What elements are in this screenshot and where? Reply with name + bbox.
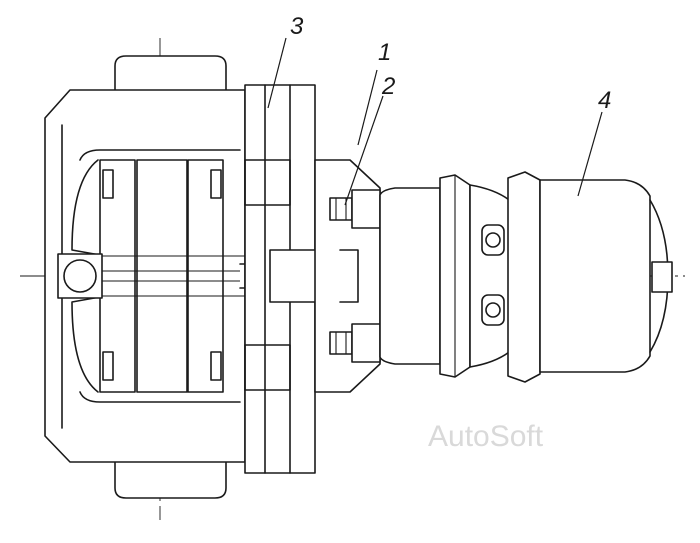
brake-pad-top [114,55,227,90]
callout-3: 3 [290,13,304,40]
actuator-flange [439,174,471,378]
mounting-bolt-upper [329,189,381,229]
brake-chamber-4 [507,171,673,383]
callout-2: 2 [381,73,395,100]
pad-rails [71,159,245,393]
brake-pad-bottom [114,462,227,499]
watermark-text: AutoSoft [428,420,544,453]
leader-lines [267,37,603,206]
callout-1: 1 [378,39,391,66]
bracket-plate-3 [244,84,341,474]
callout-4: 4 [598,87,611,114]
actuator-neck [379,187,441,365]
clamp-band [469,184,516,368]
mounting-bolt-lower [329,323,381,363]
